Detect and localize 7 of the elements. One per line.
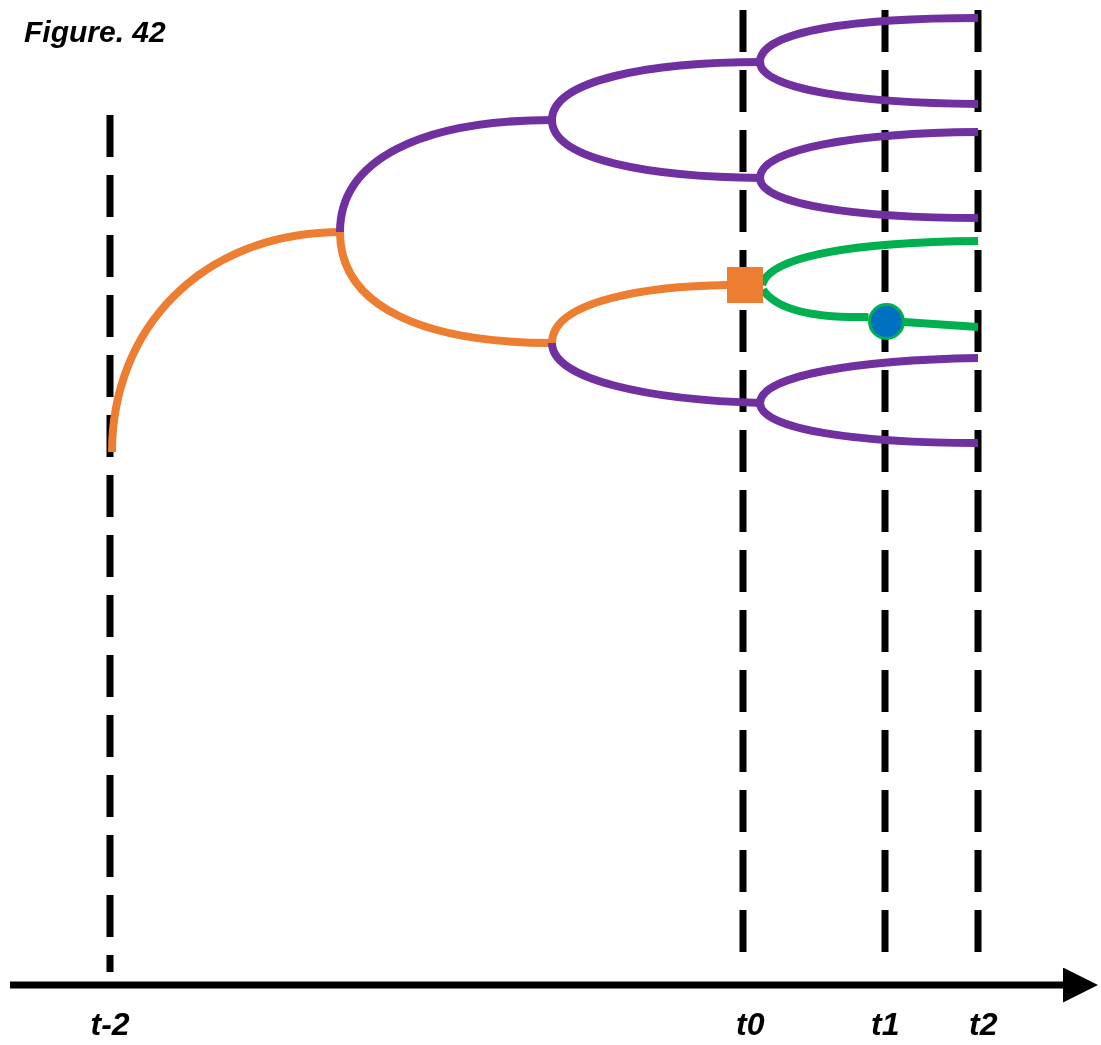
time-label: t0 xyxy=(736,1006,765,1042)
figure-title: Figure. 42 xyxy=(24,14,166,50)
time-label: t1 xyxy=(871,1006,900,1042)
square-marker xyxy=(727,267,763,303)
circle-marker xyxy=(868,303,905,340)
time-label: t2 xyxy=(969,1006,998,1042)
time-label: t-2 xyxy=(90,1006,130,1042)
